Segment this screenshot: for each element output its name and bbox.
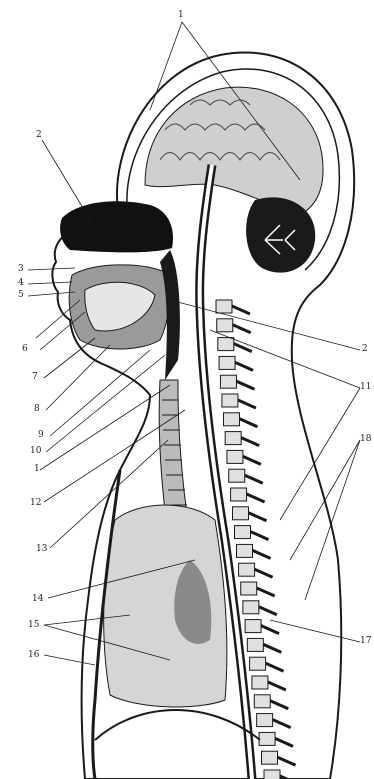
vertebra [247,638,263,651]
spinous-process [253,550,271,558]
label-1-lower: 1 [34,464,40,474]
vertebra [239,563,255,576]
vertebra [227,450,243,463]
label-16: 16 [28,650,39,660]
label-11: 11 [360,382,371,392]
spinous-process [249,513,267,521]
label-13: 13 [36,544,47,554]
vertebra [234,526,250,539]
spinous-process [240,419,258,427]
vertebra [237,544,253,557]
vertebra [250,657,266,670]
vertebra [216,300,232,313]
vertebra [231,488,247,501]
spinous-process [263,644,281,652]
spinous-process [232,306,250,314]
spinous-process [241,438,259,446]
label-4: 4 [18,278,24,288]
spinous-process [273,720,291,728]
spinous-process [266,663,284,671]
vertebra [233,507,249,520]
spinous-process [278,757,296,765]
spinous-process [245,475,263,483]
spinous-process [233,325,251,333]
spinous-process [243,456,261,464]
diaphragm [95,710,260,740]
label-3: 3 [18,264,24,274]
vertebra [264,770,280,779]
spinous-process [270,701,288,709]
spinous-process [268,682,286,690]
spinous-process [236,381,254,389]
label-2: 2 [36,130,42,140]
vertebra [217,319,233,332]
vertebra [243,601,259,614]
label-8: 8 [34,404,40,414]
label-10: 10 [30,446,41,456]
label-2-right: 2 [362,344,368,354]
vertebra [262,751,278,764]
label-5: 5 [18,290,24,300]
vertebra [241,582,257,595]
nasal-cavity [60,201,173,252]
vertebra [259,732,275,745]
label-1: 1 [178,10,184,20]
vertebra [218,338,234,351]
spinous-process [235,362,253,370]
label-17: 17 [360,636,371,646]
label-6: 6 [22,344,28,354]
spinous-process [255,569,273,577]
spinous-process [261,626,279,634]
vertebra [219,356,235,369]
spinous-process [275,738,293,746]
vertebra [254,695,270,708]
vertebra [224,413,240,426]
vertebra [220,375,236,388]
vertebra [245,620,261,633]
vertebra [257,714,273,727]
label-12: 12 [30,498,41,508]
brain [145,87,323,215]
label-14: 14 [32,594,43,604]
spinous-process [247,494,265,502]
spinous-process [250,532,268,540]
spinous-process [257,588,275,596]
spinous-process [238,400,256,408]
vertebra [222,394,238,407]
vertebra [229,469,245,482]
label-7: 7 [32,372,38,382]
vertebra [252,676,268,689]
label-18: 18 [360,434,371,444]
label-9: 9 [38,430,44,440]
vertebra [225,432,241,445]
label-15: 15 [28,620,39,630]
spinous-process [259,607,277,615]
